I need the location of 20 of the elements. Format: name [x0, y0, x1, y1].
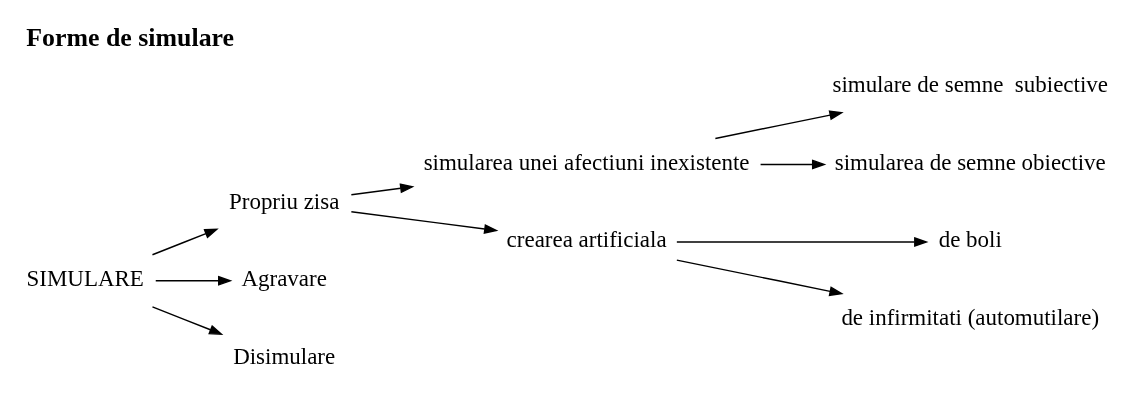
node-text: SIMULARE — [26, 266, 144, 292]
diagram-title: Forme de simulare — [26, 22, 235, 52]
node-text: Disimulare — [233, 343, 336, 369]
arrow — [151, 228, 219, 256]
arrow — [350, 211, 499, 234]
node-text: simularea de semne obiective — [834, 149, 1106, 175]
arrow — [759, 159, 827, 170]
node-text: simularea unei afectiuni inexistente — [423, 149, 750, 175]
node-text: Agravare — [241, 266, 327, 292]
arrow — [714, 110, 844, 140]
arrow — [676, 259, 844, 297]
arrow — [676, 236, 929, 248]
arrow — [350, 183, 415, 196]
node-text: simulare de semne subiective — [832, 72, 1109, 98]
arrow — [151, 306, 224, 335]
node-text: de infirmitati (automutilare) — [841, 305, 1100, 331]
node-text: Propriu zisa — [228, 188, 340, 214]
arrow — [155, 275, 233, 286]
node-text: de boli — [938, 227, 1002, 253]
node-text: crearea artificiala — [506, 227, 667, 253]
